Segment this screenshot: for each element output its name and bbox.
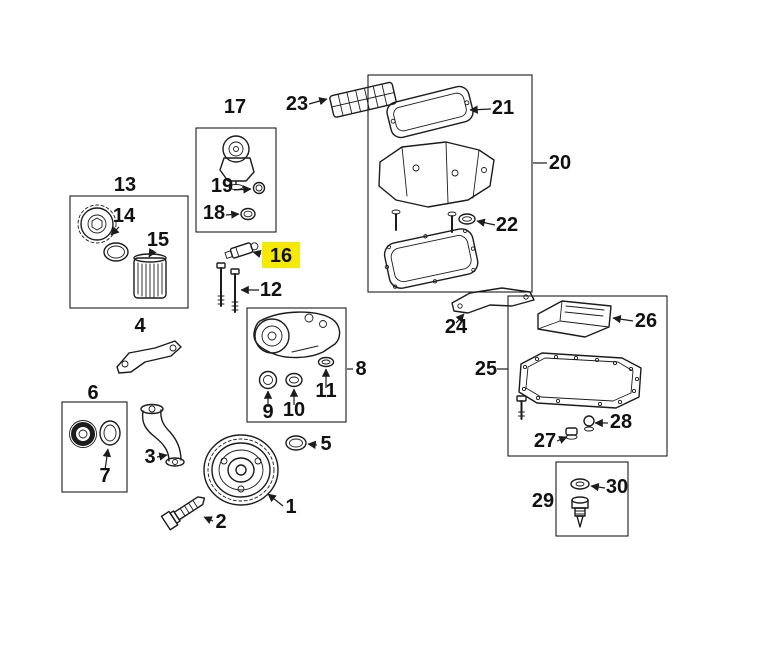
part-label-30[interactable]: 30 [606, 476, 628, 498]
adapter-housing-drawing [219, 135, 255, 190]
leader-line-22 [476, 218, 496, 227]
pan-bolt-drawing [516, 395, 527, 420]
leader-line-5 [307, 440, 318, 450]
part-label-16[interactable]: 16 [270, 245, 292, 267]
part-group-box-25 [507, 295, 668, 457]
leader-line-23 [308, 97, 328, 106]
part-label-19[interactable]: 19 [211, 175, 233, 197]
leader-line-14 [110, 226, 120, 236]
plug-drawing-28 [583, 415, 595, 432]
leader-line-18 [225, 210, 240, 219]
baffle-plate-drawing [378, 141, 495, 233]
part-label-26[interactable]: 26 [635, 310, 657, 332]
seal-kit-drawing [69, 420, 121, 448]
mounting-studs-drawing [216, 262, 240, 313]
pulley-bolt-drawing [160, 496, 206, 531]
part-label-12[interactable]: 12 [260, 279, 282, 301]
part-label-20[interactable]: 20 [549, 152, 571, 174]
o-ring-drawing-19 [252, 181, 266, 195]
part-group-box-17 [195, 127, 277, 233]
part-group-box-6 [61, 401, 128, 493]
leader-line-19 [233, 185, 252, 194]
lower-gasket-drawing [383, 228, 479, 289]
part-label-28[interactable]: 28 [610, 411, 632, 433]
part-label-6[interactable]: 6 [87, 382, 98, 404]
o-ring-drawing-5 [285, 435, 307, 451]
part-label-23[interactable]: 23 [286, 93, 308, 115]
valve-cover-gasket-drawing-21 [386, 85, 474, 139]
pipe-drawing [140, 403, 185, 467]
part-label-2[interactable]: 2 [215, 511, 226, 533]
timing-cover-drawing [253, 311, 341, 359]
leader-line-26 [612, 315, 634, 324]
part-label-10[interactable]: 10 [283, 399, 305, 421]
leader-line-2 [203, 516, 214, 525]
leader-line-24 [455, 313, 465, 324]
part-label-15[interactable]: 15 [147, 229, 169, 251]
part-label-7[interactable]: 7 [99, 465, 110, 487]
part-label-21[interactable]: 21 [492, 97, 514, 119]
part-label-25[interactable]: 25 [475, 358, 497, 380]
leader-line-7 [102, 448, 112, 471]
plug-seal-drawing-11 [317, 356, 335, 368]
part-group-box-8 [246, 307, 347, 423]
cover-plate-drawing-24 [451, 287, 535, 314]
part-label-5[interactable]: 5 [320, 433, 331, 455]
part-label-24[interactable]: 24 [445, 316, 468, 338]
part-label-18[interactable]: 18 [203, 202, 225, 224]
leader-line-15 [148, 248, 157, 258]
upper-oil-pan-drawing-26 [537, 300, 612, 338]
part-label-1[interactable]: 1 [285, 496, 296, 518]
leader-line-16 [252, 249, 262, 258]
o-ring-drawing-10 [285, 372, 303, 388]
ladder-frame-drawing-23 [329, 81, 397, 118]
leader-line-1 [267, 493, 284, 507]
leader-line-30 [590, 482, 606, 492]
part-label-8[interactable]: 8 [355, 358, 366, 380]
support-bracket-drawing [116, 340, 182, 374]
cap-o-ring-drawing-14 [103, 242, 129, 262]
drain-plug-drawing-27 [565, 427, 578, 440]
oil-level-sensor-drawing [571, 496, 589, 528]
oil-valve-drawing-16 [224, 242, 259, 259]
part-group-box-29 [555, 461, 629, 537]
part-label-13[interactable]: 13 [114, 174, 136, 196]
oil-filter-cap-drawing [77, 204, 117, 244]
seal-drawing-22 [458, 213, 476, 225]
leader-lines [102, 97, 634, 525]
leader-line-21 [469, 105, 492, 114]
part-label-11[interactable]: 11 [315, 380, 336, 402]
lower-oil-pan-drawing [518, 352, 642, 409]
leader-line-3 [156, 452, 168, 461]
part-label-27[interactable]: 27 [534, 430, 556, 452]
crankshaft-pulley-drawing [203, 434, 279, 506]
leader-line-27 [556, 435, 568, 444]
part-label-29[interactable]: 29 [532, 490, 554, 512]
part-label-3[interactable]: 3 [144, 446, 155, 468]
washer-drawing-30 [570, 478, 590, 490]
o-ring-drawing-18 [240, 207, 256, 221]
oil-filter-element-drawing-15 [133, 253, 167, 299]
part-group-box-20 [367, 74, 533, 293]
part-label-4[interactable]: 4 [134, 315, 146, 337]
part-label-9[interactable]: 9 [262, 401, 273, 423]
part-label-14[interactable]: 14 [113, 205, 136, 227]
highlight-box-16[interactable] [262, 242, 300, 268]
part-group-box-13 [69, 195, 189, 309]
part-label-22[interactable]: 22 [496, 214, 518, 236]
part-label-17[interactable]: 17 [224, 96, 246, 118]
seal-drawing-9 [258, 370, 278, 390]
